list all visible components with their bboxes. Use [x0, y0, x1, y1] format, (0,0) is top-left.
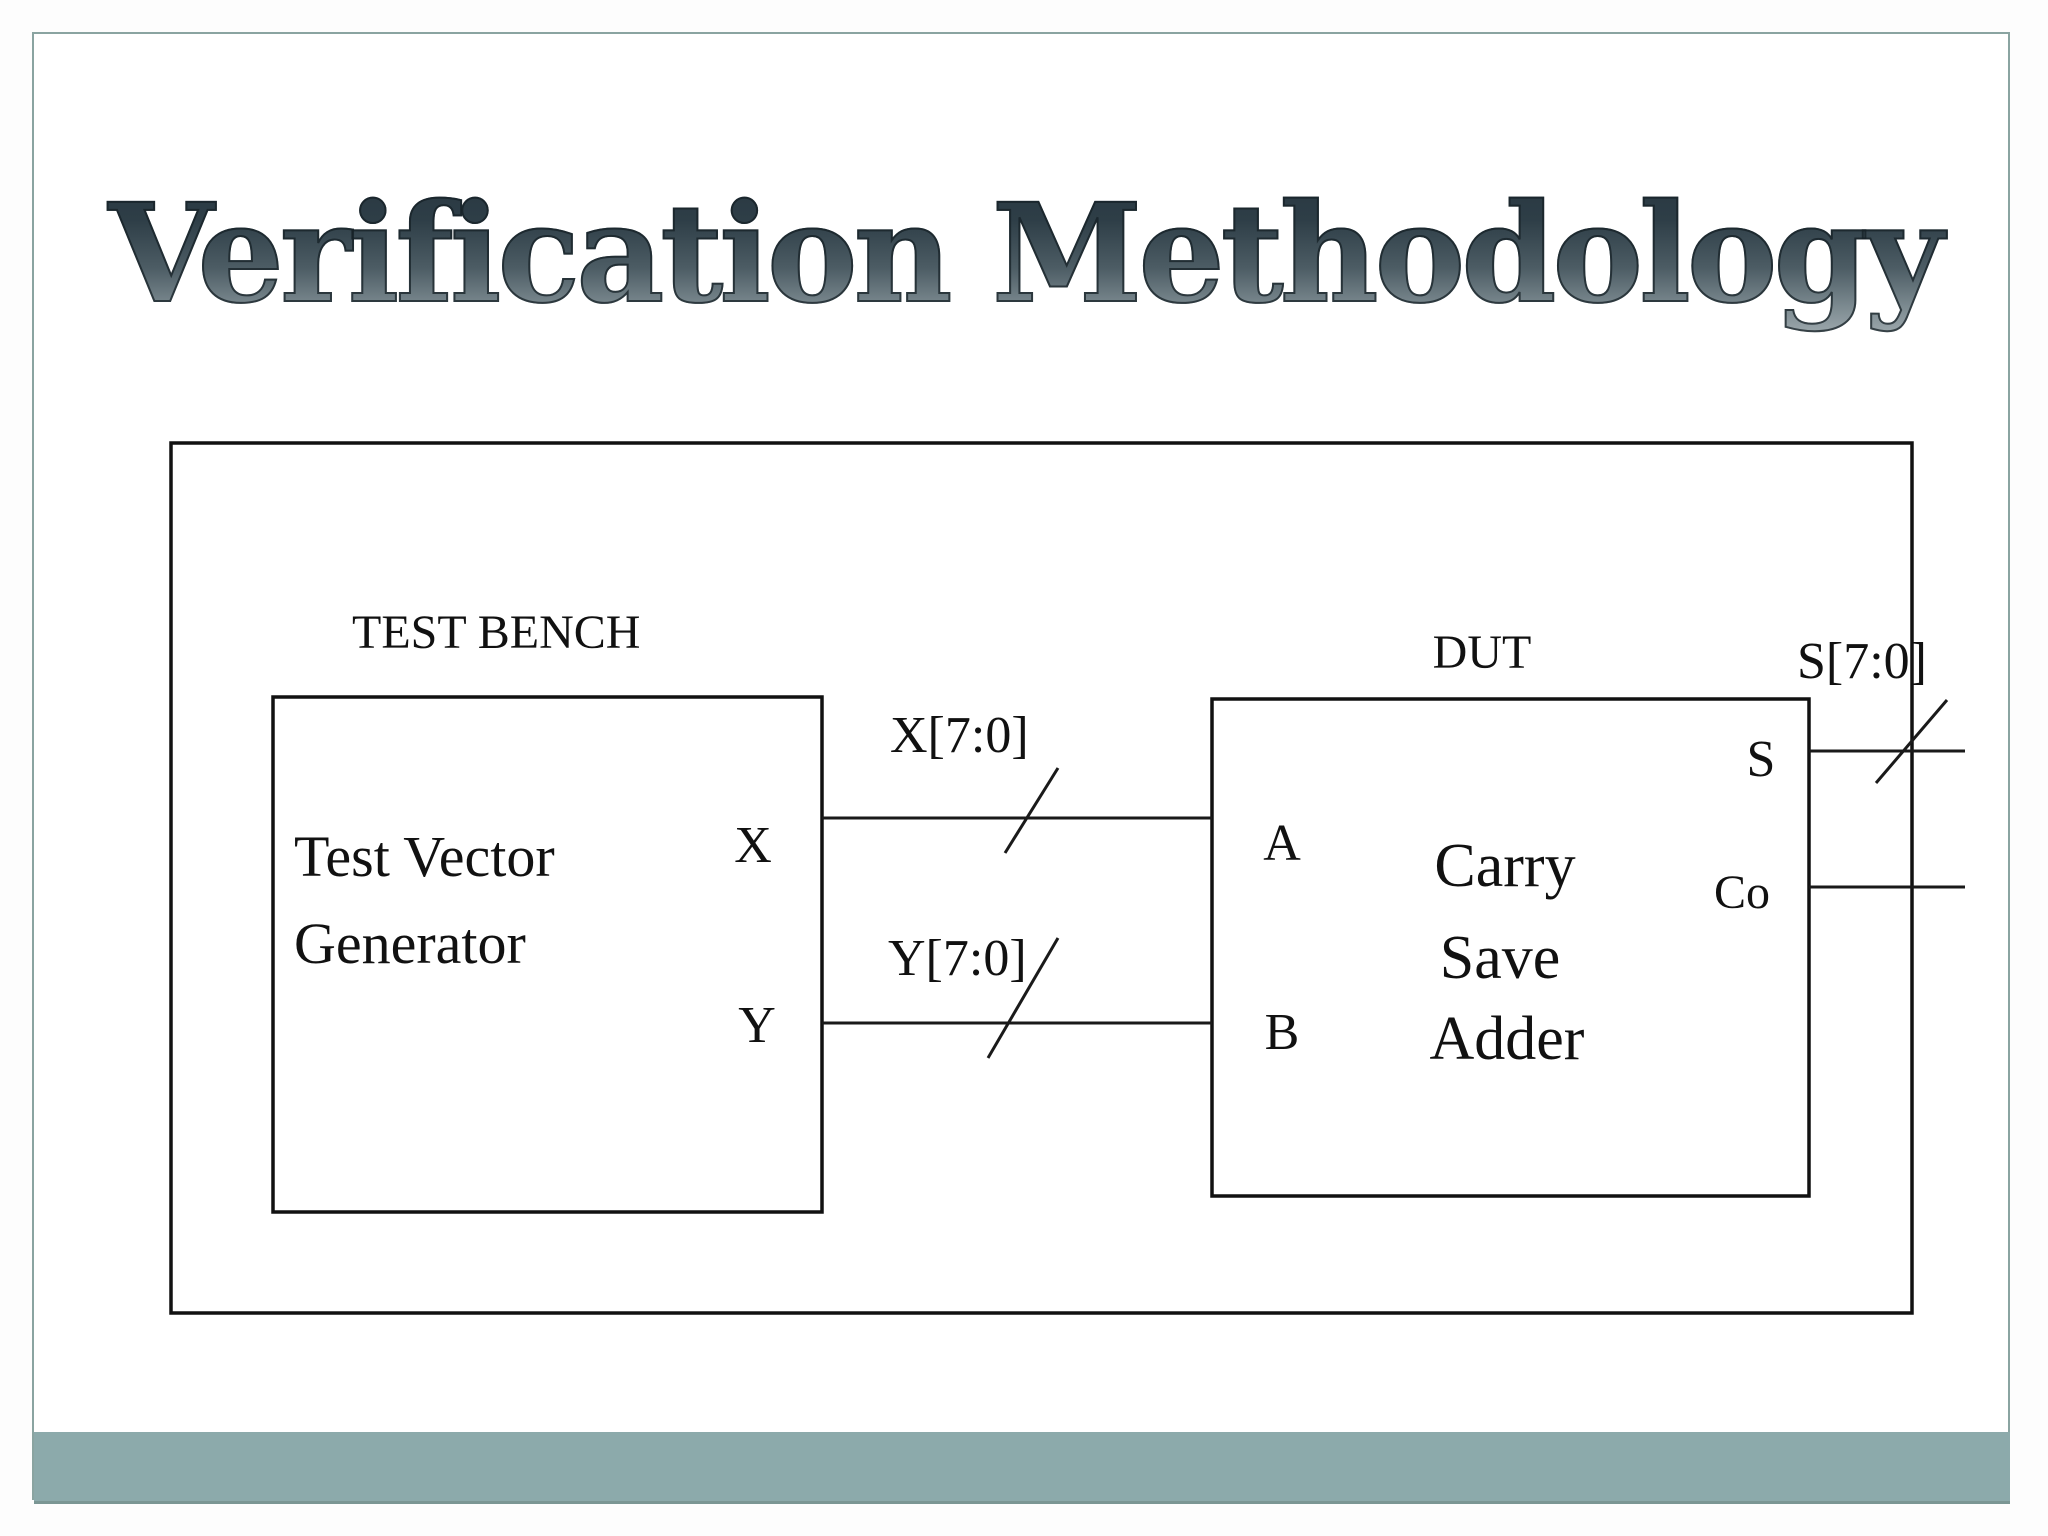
y-bus-width-slash	[986, 937, 1060, 1059]
generator-name-line1: Test Vector	[294, 824, 555, 889]
port-label-y: Y	[738, 997, 776, 1054]
x-bus-label: X[7:0]	[890, 707, 1029, 764]
bottom-accent-bar	[34, 1432, 2010, 1504]
generator-name-line2: Generator	[294, 911, 526, 976]
port-label-a: A	[1263, 815, 1301, 872]
dut-name-line1: Carry	[1434, 832, 1575, 900]
dut-box	[1210, 697, 1811, 1198]
test-vector-generator-box	[271, 695, 824, 1214]
s-bus-label: S[7:0]	[1797, 633, 1927, 690]
dut-name-line3: Adder	[1430, 1005, 1585, 1073]
dut-label: DUT	[1433, 626, 1532, 679]
testbench-label: TEST BENCH	[352, 606, 640, 659]
y-bus-label: Y[7:0]	[888, 930, 1027, 987]
slide-frame	[32, 32, 2010, 1500]
slide-title: Verification Methodology	[0, 169, 2048, 339]
port-label-co: Co	[1714, 866, 1770, 919]
port-label-b: B	[1265, 1004, 1300, 1061]
dut-name-line2: Save	[1440, 924, 1561, 992]
testbench-boundary-box	[169, 441, 1914, 1315]
x-bus-width-slash	[1003, 767, 1060, 854]
port-label-x: X	[734, 817, 772, 874]
s-bus-width-slash	[1874, 699, 1949, 784]
port-label-s: S	[1747, 731, 1776, 788]
